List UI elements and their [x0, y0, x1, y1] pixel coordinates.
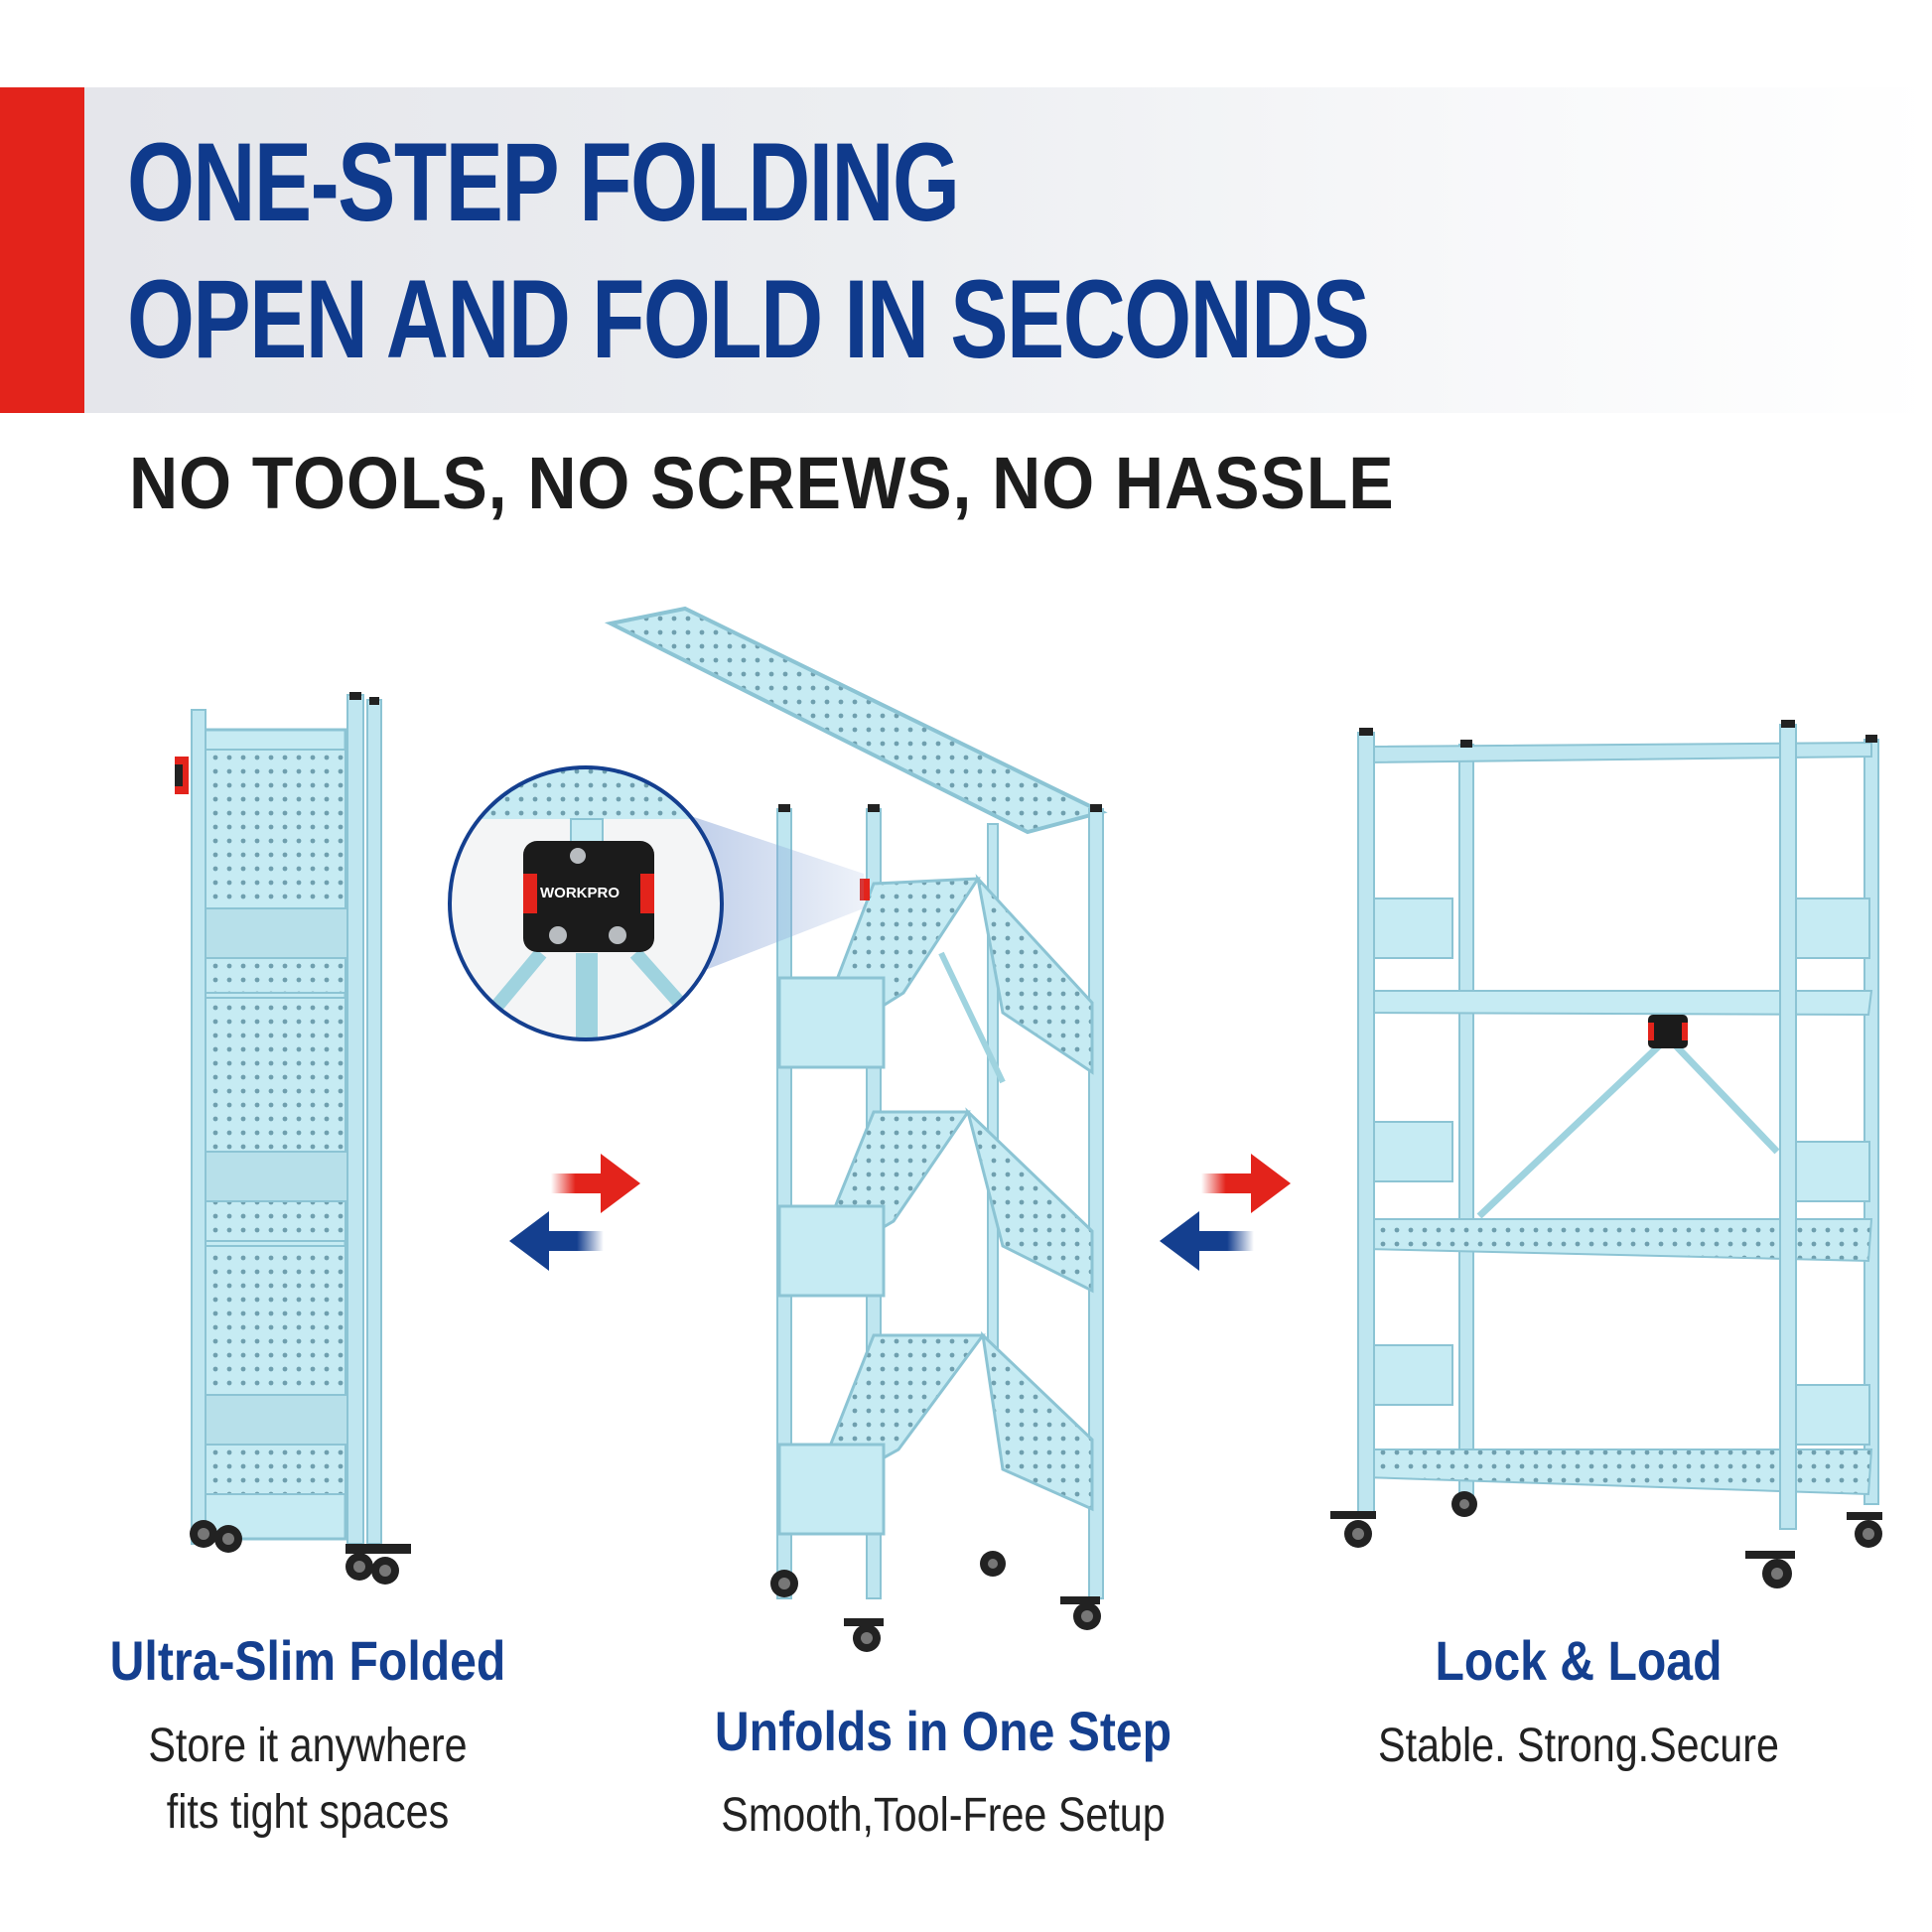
panel-1-line-2: fits tight spaces: [166, 1786, 450, 1839]
panel-2-title: Unfolds in One Step: [714, 1700, 1173, 1762]
panel-2-line-1: Smooth,Tool-Free Setup: [721, 1789, 1166, 1842]
panel-1-title: Ultra-Slim Folded: [109, 1629, 506, 1692]
panel-1-line-1: Store it anywhere: [148, 1720, 468, 1772]
swap-arrows-icon-left: [509, 1154, 640, 1271]
open-shelf-illustration: [1330, 720, 1882, 1588]
folded-shelf-illustration: [175, 692, 411, 1585]
red-accent-bar: [0, 87, 84, 413]
panel-3-title: Lock & Load: [1435, 1629, 1723, 1692]
headline-line-2: OPEN AND FOLD IN SECONDS: [127, 257, 1370, 381]
panel-3-line-1: Stable. Strong.Secure: [1378, 1720, 1779, 1772]
subheadline: NO TOOLS, NO SCREWS, NO HASSLE: [129, 442, 1395, 524]
hinge-zoom-detail: WORKPRO: [448, 765, 724, 1041]
zoom-cone: [685, 814, 864, 978]
header-band: [0, 87, 1932, 413]
workpro-logo-text: WORKPRO: [540, 885, 620, 901]
unfolding-shelf-illustration: [604, 606, 1108, 1652]
swap-arrows-icon-right: [1160, 1154, 1291, 1271]
headline-line-1: ONE-STEP FOLDING: [127, 120, 960, 244]
